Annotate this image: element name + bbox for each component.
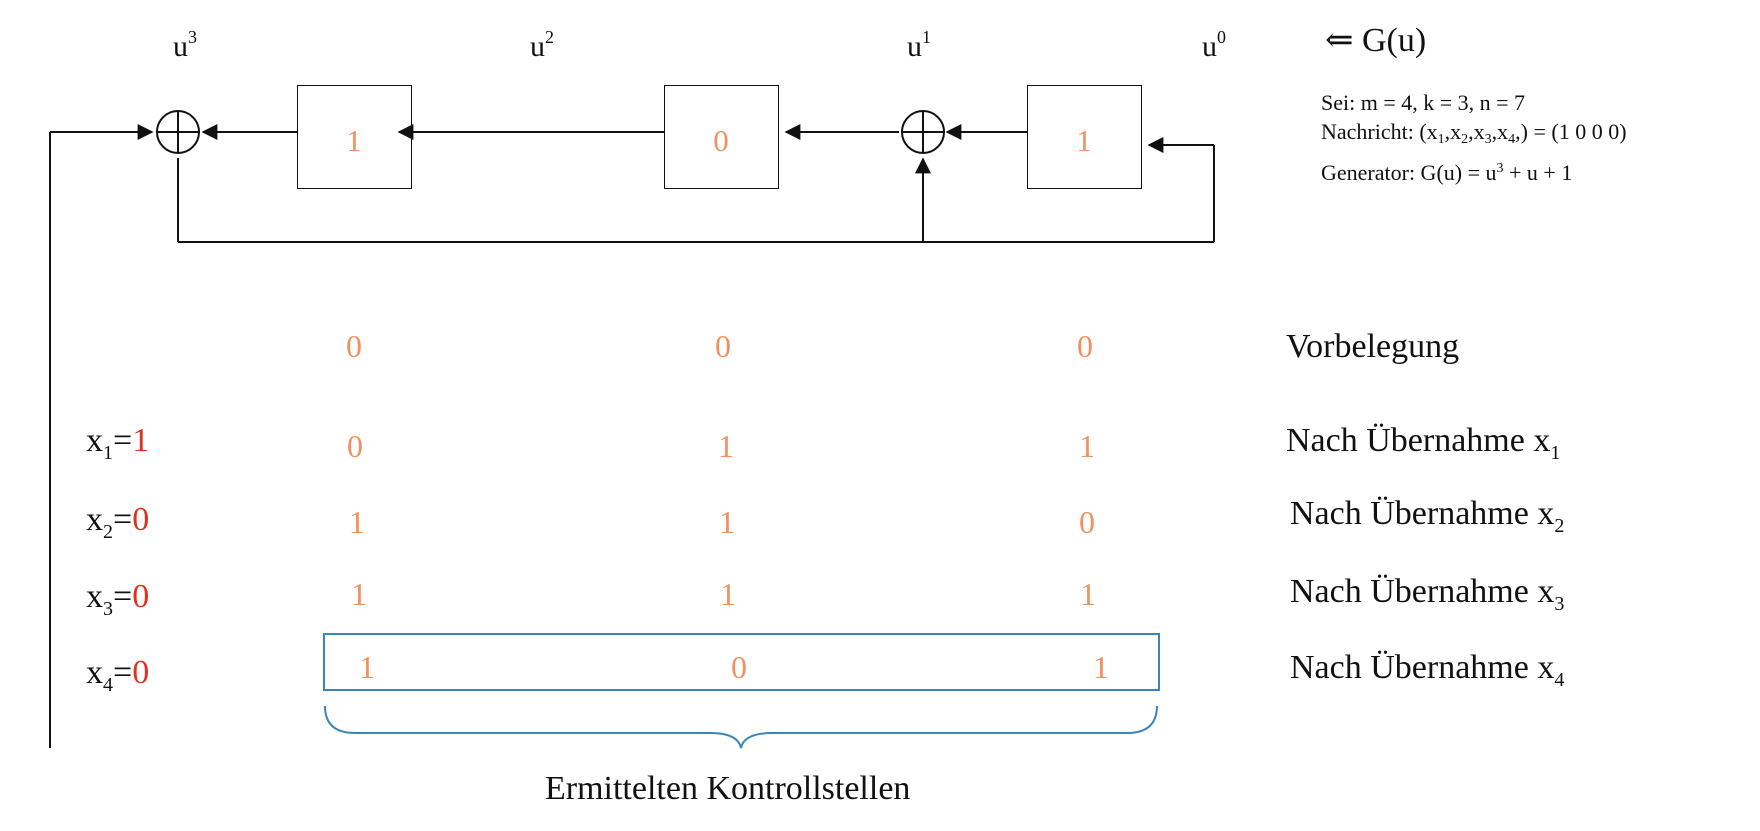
register-value-u1: 0 xyxy=(713,123,729,158)
params-line-3: Generator: G(u) = u3 + u + 1 xyxy=(1321,160,1573,185)
result-brace xyxy=(324,705,1158,749)
register-value-u2: 1 xyxy=(346,123,362,158)
row-label-4: x4=0 xyxy=(86,654,150,696)
power-u1: u1 xyxy=(907,27,931,63)
cell-r0-c2: 0 xyxy=(1077,328,1093,364)
row-desc-0: Vorbelegung xyxy=(1286,328,1460,365)
parameters: Sei: m = 4, k = 3, n = 7 Nachricht: (x1,… xyxy=(1321,88,1627,187)
row-desc-1: Nach Übernahme x1 xyxy=(1286,422,1561,464)
power-u0: u0 xyxy=(1202,27,1226,63)
cell-r2-c1: 1 xyxy=(719,504,735,540)
cell-r4-c2: 1 xyxy=(1093,649,1109,685)
register-box-u2 xyxy=(297,85,412,189)
cell-r0-c0: 0 xyxy=(346,328,362,364)
result-caption: Ermittelten Kontrollstellen xyxy=(545,770,911,807)
row-label-2: x2=0 xyxy=(86,501,150,543)
params-line-2: Nachricht: (x1,x2,x3,x4,) = (1 0 0 0) xyxy=(1321,119,1627,147)
row-desc-4: Nach Übernahme x4 xyxy=(1290,649,1565,691)
cell-r2-c2: 0 xyxy=(1079,504,1095,540)
row-label-1: x1=1 xyxy=(86,422,150,464)
row-desc-3: Nach Übernahme x3 xyxy=(1290,573,1565,615)
cell-r0-c1: 0 xyxy=(715,328,731,364)
generator-symbol: ⇐ G(u) xyxy=(1325,22,1427,59)
cell-r3-c0: 1 xyxy=(351,576,367,612)
cell-r4-c0: 1 xyxy=(359,649,375,685)
cell-r1-c1: 1 xyxy=(718,428,734,464)
cell-r3-c2: 1 xyxy=(1080,576,1096,612)
power-u3: u3 xyxy=(173,27,197,63)
result-box xyxy=(323,633,1160,691)
cell-r2-c0: 1 xyxy=(349,504,365,540)
cell-r3-c1: 1 xyxy=(720,576,736,612)
cell-r4-c1: 0 xyxy=(731,649,747,685)
params-line-1: Sei: m = 4, k = 3, n = 7 xyxy=(1321,90,1526,115)
power-u2: u2 xyxy=(530,27,554,63)
row-label-3: x3=0 xyxy=(86,578,150,620)
cell-r1-c2: 1 xyxy=(1079,428,1095,464)
register-value-u0: 1 xyxy=(1076,123,1092,158)
register-box-u1 xyxy=(664,85,779,189)
register-box-u0 xyxy=(1027,85,1142,189)
row-desc-2: Nach Übernahme x2 xyxy=(1290,495,1565,537)
cell-r1-c0: 0 xyxy=(347,428,363,464)
